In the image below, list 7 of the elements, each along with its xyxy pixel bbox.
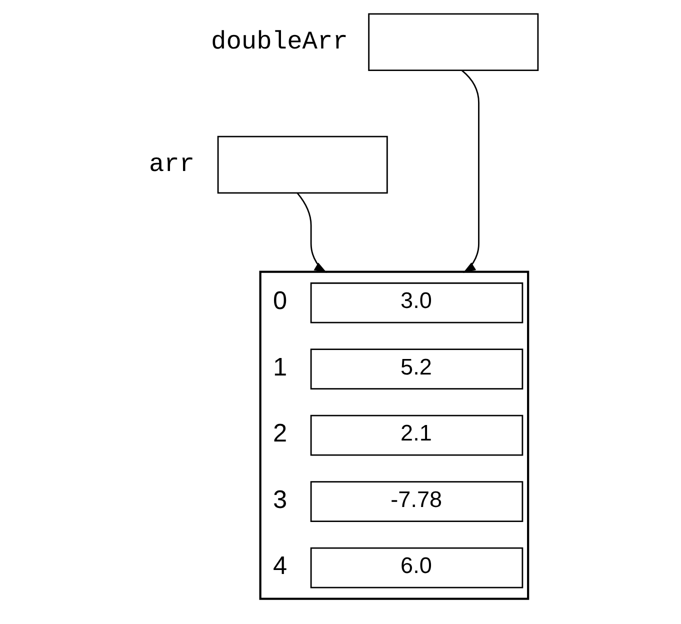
node-label: arr <box>148 150 194 179</box>
node-label: 2 <box>272 420 287 448</box>
node-label: 4 <box>272 552 287 580</box>
node-label: 3 <box>272 486 287 514</box>
node-label: 1 <box>272 353 287 382</box>
node-label: 0 <box>272 287 287 316</box>
node-label: doubleArr <box>210 27 348 56</box>
